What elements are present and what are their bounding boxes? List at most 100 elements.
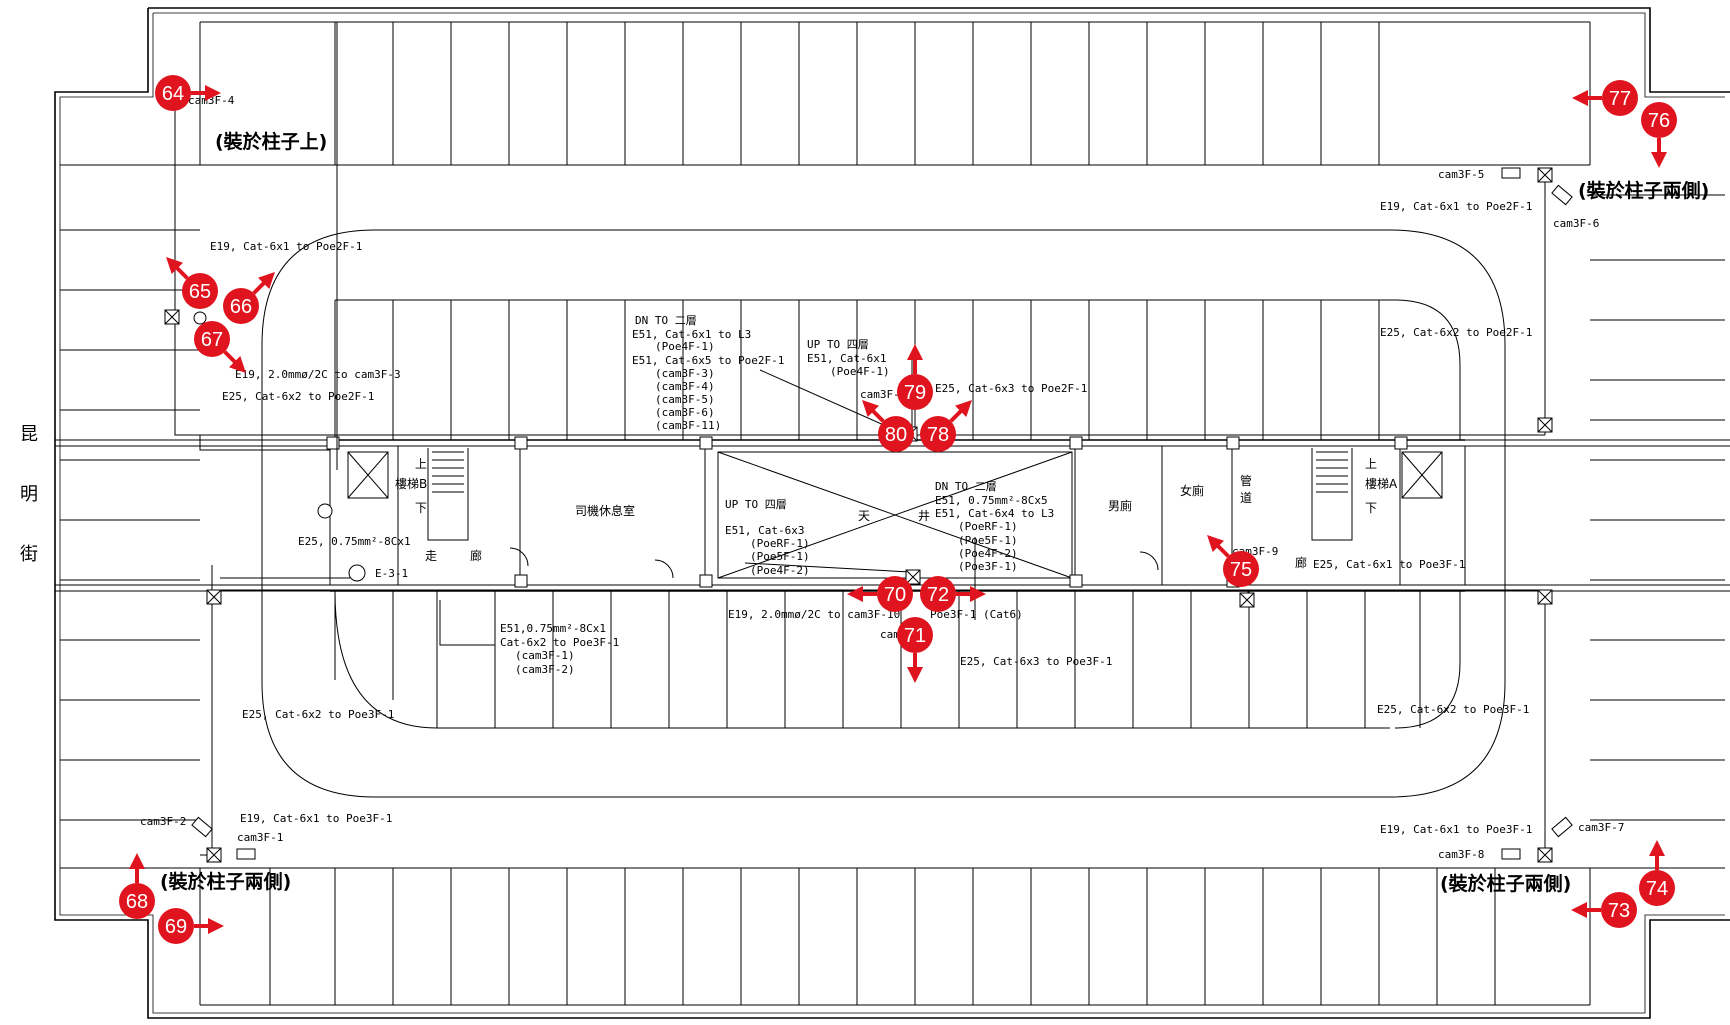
cable-label: E51, Cat-6x4 to L3 [935, 507, 1054, 520]
marker-number: 64 [162, 83, 184, 105]
street-name-1: 昆 [20, 424, 38, 445]
marker-circle [877, 576, 913, 612]
cable-label: Cat-6x2 to Poe3F-1 [500, 636, 619, 649]
marker-number: 66 [230, 296, 252, 318]
cable-label: cam3F-1 [237, 831, 283, 844]
marker-number: 76 [1648, 110, 1670, 132]
camera-marker-77: 77 [1572, 80, 1638, 116]
stair-b-down: 下 [415, 501, 427, 515]
stair-b-up: 上 [415, 457, 427, 471]
cable-label: cam3F-4 [188, 94, 235, 107]
room-duct-1: 管 [1240, 473, 1252, 488]
marker-circle [1601, 892, 1637, 928]
camera-marker-74: 74 [1639, 840, 1675, 906]
marker-number: 73 [1608, 900, 1630, 922]
camera-marker-80: 80 [862, 400, 914, 452]
camera-marker-67: 67 [194, 321, 246, 373]
cable-label: E25, Cat-6x3 to Poe3F-1 [960, 655, 1112, 668]
room-corridor-3: 廊 [1295, 555, 1307, 570]
cable-label: cam3F-6 [1553, 217, 1599, 230]
cable-label: cam3F-5 [1438, 168, 1484, 181]
building-outline [54, 7, 1730, 1019]
direction-arrow-icon [862, 400, 885, 423]
cable-label: (cam3F-1) [515, 649, 575, 662]
cable-label: E19, Cat-6x1 to Poe3F-1 [1380, 823, 1532, 836]
street-name-3: 街 [20, 544, 38, 565]
marker-number: 77 [1609, 88, 1631, 110]
cable-label: E19, 2.0mmø/2C to cam3F-3 [235, 368, 401, 381]
direction-arrow-icon [949, 400, 972, 423]
cable-label: E51, Cat-6x3 [725, 524, 804, 537]
camera-marker-68: 68 [119, 853, 155, 919]
parking-stalls-top [334, 22, 1395, 440]
note-both-sides-bl: (裝於柱子兩側) [160, 870, 291, 893]
cable-label: (cam3F-5) [655, 393, 715, 406]
marker-circle [920, 576, 956, 612]
cable-label: E19, Cat-6x1 to Poe3F-1 [240, 812, 392, 825]
marker-number: 70 [884, 584, 906, 606]
side-stalls [60, 229, 1725, 821]
camera-marker-78: 78 [920, 400, 972, 452]
marker-number: 67 [201, 329, 223, 351]
camera-marker-64: 64 [155, 75, 221, 111]
cable-label: (Poe4F-1) [830, 365, 890, 378]
camera-devices [191, 167, 1573, 860]
cable-label: E19, Cat-6x1 to Poe2F-1 [210, 240, 362, 253]
cable-label: E25, Cat-6x1 to Poe3F-1 [1313, 558, 1465, 571]
camera-marker-65: 65 [166, 257, 218, 309]
cable-label: E19, 2.0mmø/2C to cam3F-10 [728, 608, 900, 621]
camera-marker-66: 66 [223, 272, 275, 324]
marker-number: 79 [904, 382, 926, 404]
note-on-column: (裝於柱子上) [215, 130, 327, 153]
cable-label: E25, 0.75mm²-8Cx1 [298, 535, 411, 548]
direction-arrow-icon [223, 350, 246, 373]
marker-number: 78 [927, 424, 949, 446]
ramp-loop [261, 229, 1506, 798]
cable-label: (Poe5F-1) [958, 534, 1018, 547]
cable-label: (cam3F-4) [655, 380, 715, 393]
room-atrium-1: 天 [858, 509, 870, 523]
room-driver-lounge: 司機休息室 [575, 503, 635, 518]
room-corridor-1: 走 [425, 549, 437, 563]
cable-label: (cam3F-2) [515, 663, 575, 676]
cable-label: cam3F-2 [140, 815, 186, 828]
cable-runs [174, 22, 1546, 856]
marker-circle [897, 617, 933, 653]
parking-stalls-bottom [269, 591, 1496, 1005]
cable-label: (Poe3F-1) [958, 560, 1018, 573]
direction-arrow-icon [1207, 535, 1230, 558]
marker-circle [920, 416, 956, 452]
marker-circle [182, 273, 218, 309]
room-stair-b: 樓梯B [395, 476, 427, 491]
room-duct-2: 道 [1240, 491, 1252, 505]
cable-label: E-3-1 [375, 567, 408, 580]
cable-label: (Poe4F-1) [655, 340, 715, 353]
cable-label: E25, Cat-6x2 to Poe2F-1 [1380, 326, 1532, 339]
room-stair-a: 樓梯A [1365, 476, 1398, 491]
room-corridor-2: 廊 [470, 548, 482, 563]
cable-label: E51, Cat-6x1 to L3 [632, 328, 751, 341]
camera-marker-69: 69 [158, 908, 224, 944]
marker-circle [119, 883, 155, 919]
camera-marker-70: 70 [847, 576, 913, 612]
camera-marker-75: 75 [1207, 535, 1259, 587]
cable-label: DN TO 二層 [935, 480, 997, 493]
marker-circle [1641, 102, 1677, 138]
direction-arrow-icon [166, 257, 189, 280]
cable-label: E19, Cat-6x1 to Poe2F-1 [1380, 200, 1532, 213]
marker-circle [897, 374, 933, 410]
marker-number: 68 [126, 891, 148, 913]
cable-label: E25, Cat-6x2 to Poe3F-1 [1377, 703, 1529, 716]
marker-number: 65 [189, 281, 211, 303]
cable-label: (Poe5F-1) [750, 550, 810, 563]
direction-arrow-icon [252, 272, 275, 295]
marker-number: 72 [927, 584, 949, 606]
stair-a-down: 下 [1365, 501, 1377, 515]
camera-marker-79: 79 [897, 344, 933, 410]
camera-marker-76: 76 [1641, 102, 1677, 168]
street-name-2: 明 [20, 484, 38, 505]
camera-marker-71: 71 [897, 617, 933, 683]
room-womens: 女廁 [1180, 483, 1204, 498]
